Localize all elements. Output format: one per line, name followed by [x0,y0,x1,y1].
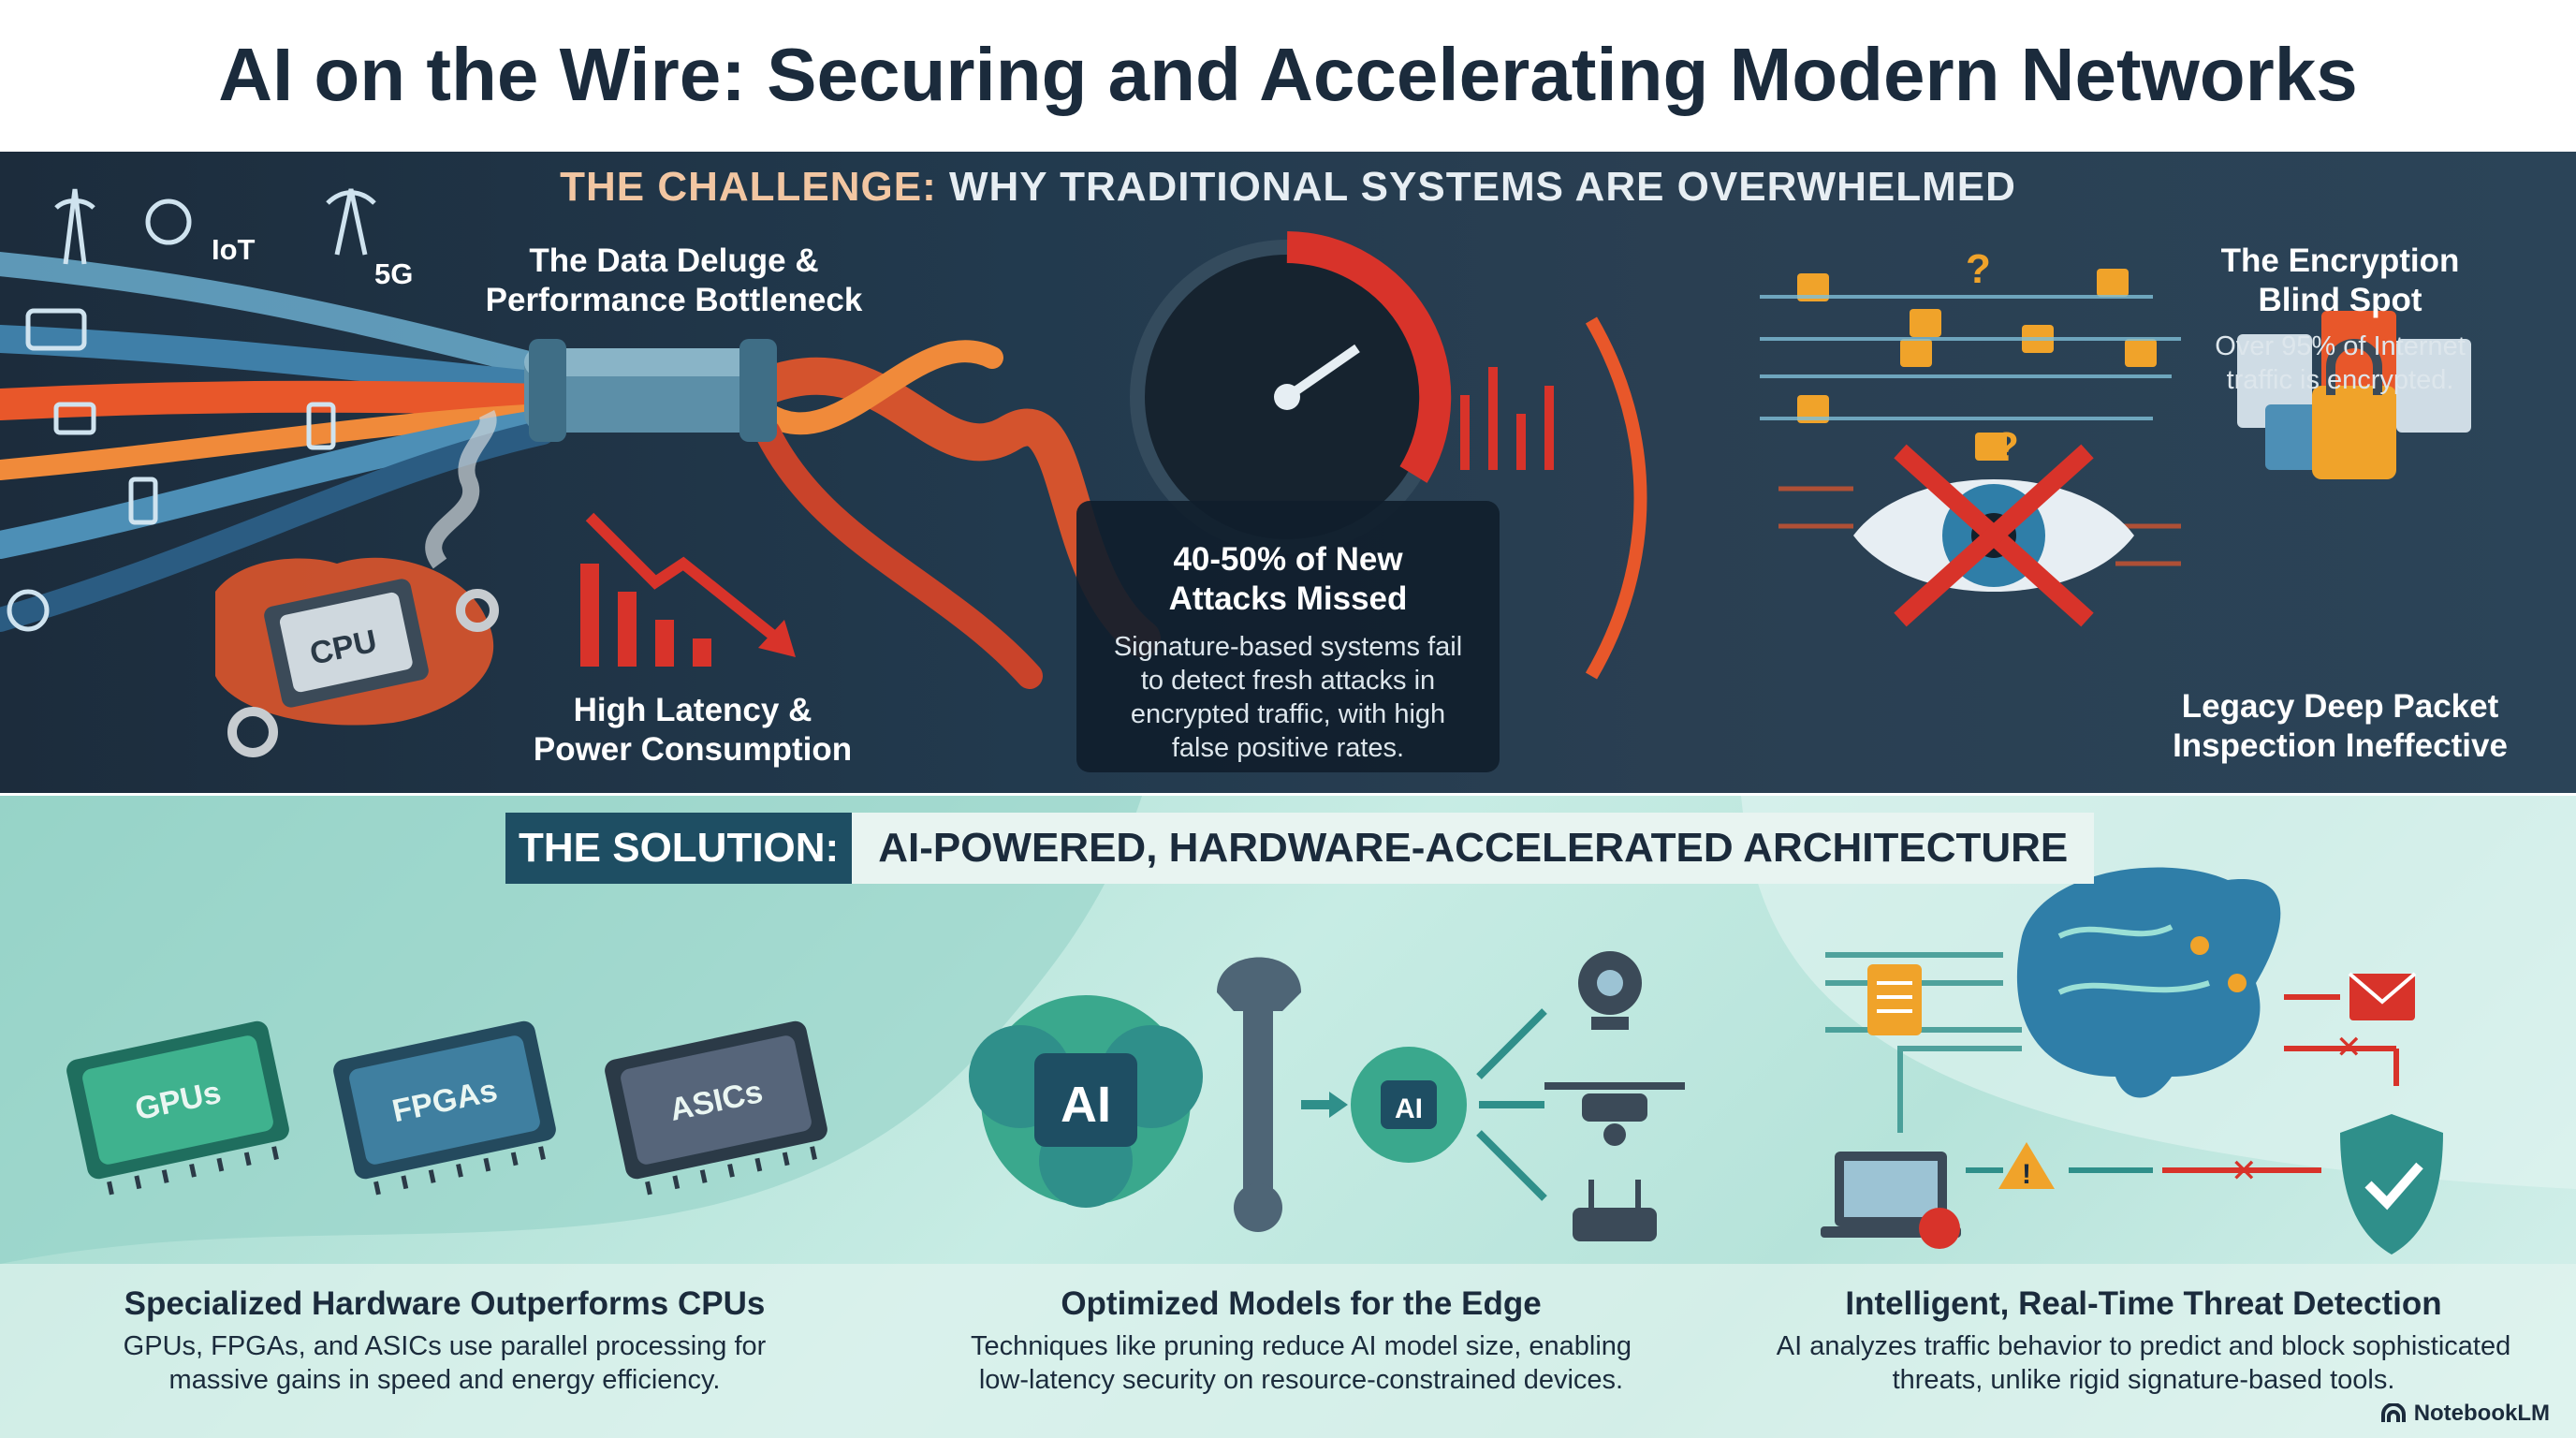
background-wave [0,796,1142,1264]
challenge-heading: THE CHALLENGE: WHY TRADITIONAL SYSTEMS A… [0,164,2576,211]
question-mark-icon: ? [1994,424,2019,470]
iot-text: IoT [212,233,256,266]
col3-title: Intelligent, Real-Time Threat Detection [1845,1285,2442,1322]
locked-documents-icon [2237,311,2471,479]
ai-small-label: AI [1395,1093,1423,1124]
blocked-eye-icon [1778,444,2181,627]
challenge-heading-rest: WHY TRADITIONAL SYSTEMS ARE OVERWHELMED [936,164,2016,210]
laptop-icon [1821,1152,1961,1249]
warning-icon: ! [1998,1142,2055,1190]
fpga-chip-icon: FPGAs [333,1020,556,1196]
dpi-title: Legacy Deep Packet Inspection Ineffectiv… [2173,688,2508,764]
speedometer-icon [1130,231,1647,680]
question-mark-icon: ? [1966,246,1991,292]
solution-heading: THE SOLUTION:AI-POWERED, HARDWARE-ACCELE… [505,813,2095,884]
ai-large-label: AI [1061,1077,1111,1133]
device-icons [7,188,376,632]
asic-chip-icon: ASICs [605,1020,827,1196]
declining-chart-icon [580,512,796,667]
solution-heading-lead: THE SOLUTION: [505,813,853,884]
blocked-x-icon: ✕ [2231,1153,2258,1189]
page-title: AI on the Wire: Securing and Acceleratin… [218,33,2358,116]
ai-small-icon: AI [1351,1047,1467,1163]
col1-text: GPUs, FPGAs, and ASICs use parallel proc… [123,1331,767,1395]
iot-label: IoT [212,232,455,268]
drone-icon [1544,1082,1685,1146]
encryption-text: Over 95% of Internet traffic is encrypte… [2215,331,2466,395]
col1-title: Specialized Hardware Outperforms CPUs [124,1285,766,1322]
document-icon [1867,964,1922,1035]
blocked-paths [2162,994,2399,1173]
ai-brain-icon: AI [969,995,1203,1208]
notebooklm-logo-icon [2380,1403,2406,1422]
data-deluge-title: The Data Deluge & Performance Bottleneck [485,242,863,318]
caption-band [0,1264,2576,1438]
col2-text: Techniques like pruning reduce AI model … [970,1331,1632,1395]
wrench-icon [1217,957,1301,1232]
arrow-icon [1329,1092,1348,1118]
col3-text: AI analyzes traffic behavior to predict … [1776,1331,2511,1395]
brand-name: NotebookLM [2413,1401,2550,1426]
webcam-icon [1578,951,1642,1030]
blocked-x-icon: ✕ [2335,1030,2363,1065]
solution-illustration: GPUs FPGAs ASICs AI [0,796,2576,1438]
challenge-heading-accent: THE CHALLENGE: [560,164,937,210]
overheating-cpu-icon: CPU [215,409,499,757]
challenge-illustration: CPU [0,188,2471,757]
brand-footer: NotebookLM [2380,1401,2550,1427]
col2-title: Optimized Models for the Edge [1061,1285,1542,1322]
edge-arrows-icon [1476,1008,1547,1201]
security-shield-icon [2340,1114,2443,1255]
encryption-title: The Encryption Blind Spot [2220,242,2460,318]
solution-panel: GPUs FPGAs ASICs AI [0,796,2576,1438]
latency-title: High Latency & Power Consumption [533,692,853,768]
router-icon [1573,1180,1657,1241]
encrypted-locks-icon: ? ? [1760,246,2181,470]
mail-icon [2348,972,2417,1020]
fiveg-label: 5G [374,257,414,290]
pipe-icon [524,339,777,442]
brain-icon [2016,867,2281,1098]
attacks-missed-title: 40-50% of New Attacks Missed [1168,541,1408,617]
attacks-missed-card: 40-50% of New Attacks Missed Signature-b… [1076,501,1500,772]
gpu-chip-icon: GPUs [66,1020,289,1196]
solution-heading-rest: AI-POWERED, HARDWARE-ACCELERATED ARCHITE… [852,813,2095,884]
svg-text:!: ! [2022,1159,2031,1190]
data-stream-graphic [0,252,1161,689]
attacks-missed-text: Signature-based systems fail to detect f… [1113,632,1463,763]
